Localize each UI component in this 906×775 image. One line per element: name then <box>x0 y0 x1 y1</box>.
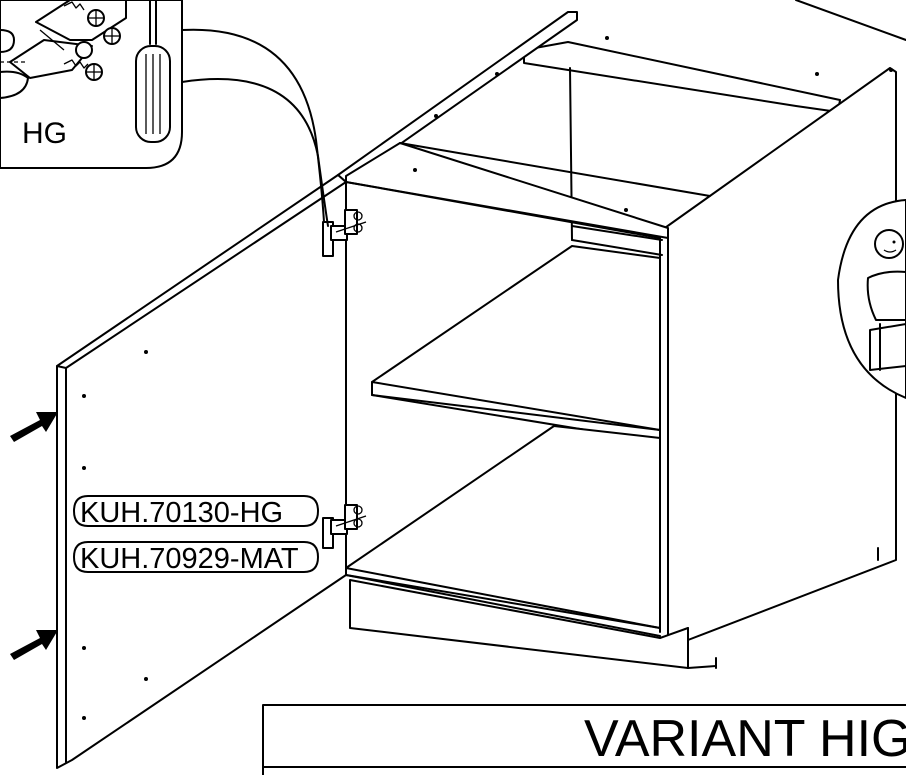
door-front <box>56 174 347 769</box>
push-arrow-lower <box>10 630 58 660</box>
holes <box>413 36 893 212</box>
hinge-bottom <box>322 504 367 549</box>
title-block: VARIANT HIG <box>262 704 906 775</box>
part-label-text: KUH.70130-HG <box>80 497 283 529</box>
part-label-text: KUH.70929-MAT <box>80 543 299 575</box>
middle-shelf <box>371 245 661 431</box>
two-person-badge <box>837 199 906 399</box>
leader-line-outer <box>181 28 325 223</box>
screwdriver-icon <box>135 0 171 143</box>
push-arrow-upper <box>10 412 58 442</box>
hinge-detail-icon <box>0 0 127 99</box>
door-panel <box>56 174 347 769</box>
title-frame <box>262 704 906 775</box>
cabinet-body <box>337 0 906 669</box>
part-label-mat: KUH.70929-MAT <box>73 541 319 575</box>
hinge-detail-callout: HG <box>0 0 183 169</box>
title-text: VARIANT HIG <box>584 710 906 768</box>
left-side-top-edge <box>337 11 578 183</box>
back-top-rail <box>523 41 841 113</box>
part-label-hinge: KUH.70130-HG <box>73 495 319 529</box>
callout-label: HG <box>22 117 67 150</box>
leader-line-inner <box>181 78 329 227</box>
person-head-icon <box>874 229 904 259</box>
person-body-icon <box>866 270 906 321</box>
plinth <box>349 579 689 669</box>
